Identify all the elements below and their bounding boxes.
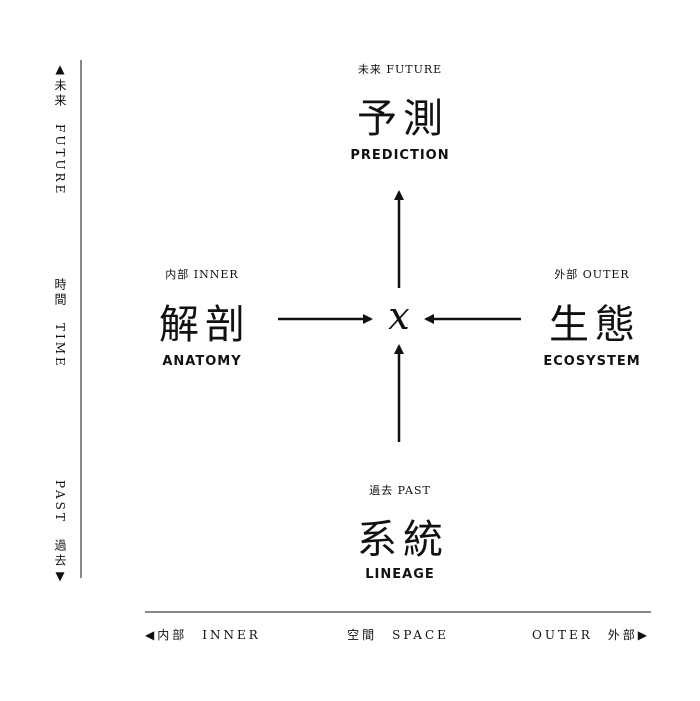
time-axis-past-label: PAST 過去▼ [53,480,67,586]
time-axis-future-label: ▲未来 FUTURE [53,62,67,197]
center-x-symbol: x [388,294,410,338]
left-sub-label: 内部 INNER [165,268,239,281]
top-title: 予測 [357,96,449,142]
right-title: 生態 [549,302,641,348]
right-english: ECOSYSTEM [543,354,641,369]
left-title: 解剖 [159,302,251,348]
bottom-title: 系統 [357,517,449,563]
top-english: PREDICTION [350,148,450,163]
time-axis-time-label: 時間 TIME [53,278,67,369]
right-sub-label: 外部 OUTER [554,268,630,281]
space-axis-space-label: 空間 SPACE [347,628,449,642]
bottom-sub-label: 過去 PAST [369,484,431,497]
space-axis-outer-label: OUTER 外部▶ [532,628,650,642]
top-sub-label: 未来 FUTURE [357,63,443,76]
left-english: ANATOMY [162,354,242,369]
space-axis-inner-label: ◀内部 INNER [145,628,261,642]
bottom-english: LINEAGE [365,567,435,582]
